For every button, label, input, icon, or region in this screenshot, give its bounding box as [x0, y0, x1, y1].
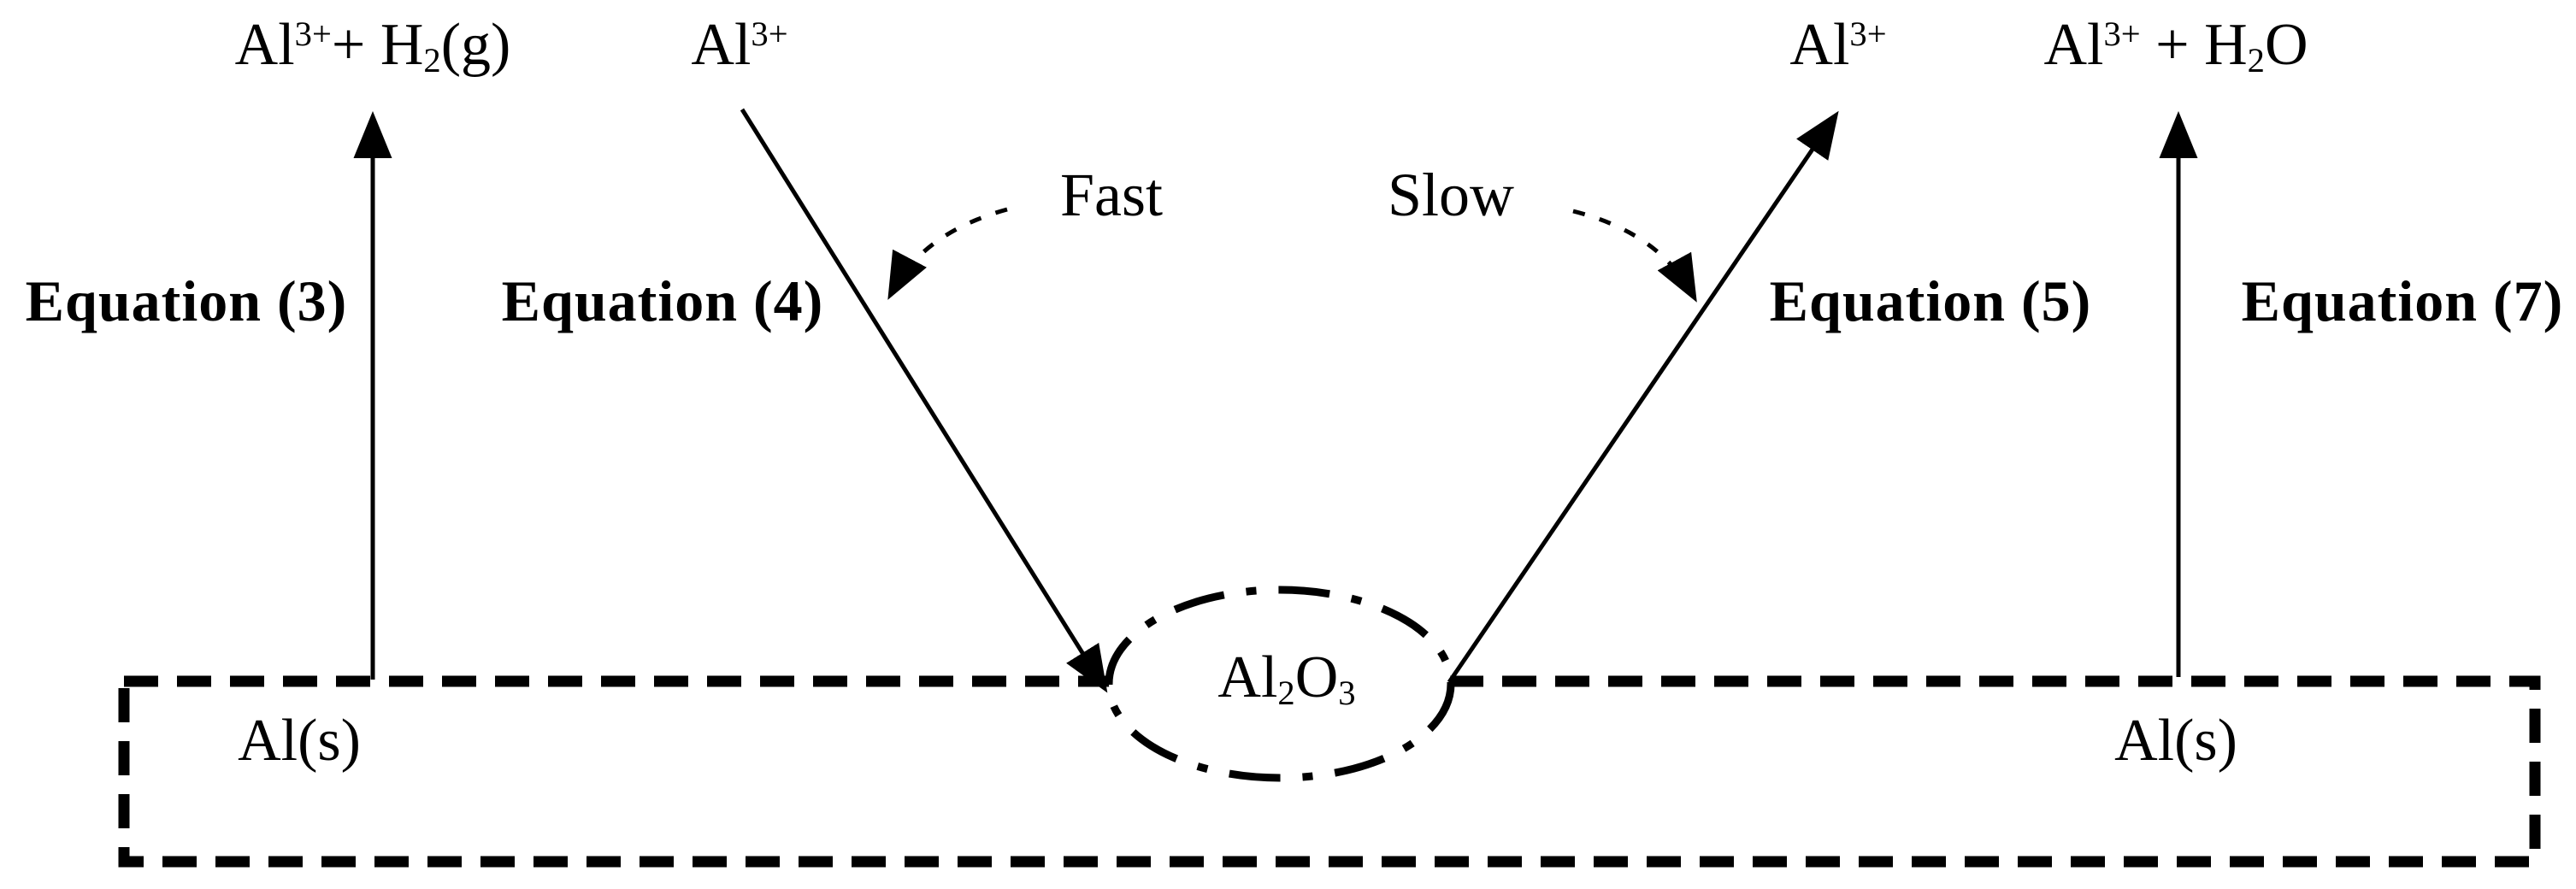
- formula-part: Al: [234, 12, 295, 78]
- label-aluminum-ion-right: Al3+: [1789, 15, 1886, 75]
- slow-pointer-arrow: [1572, 209, 1697, 303]
- label-substrate-right: Al(s): [2114, 708, 2237, 774]
- equation4-arrow: [740, 108, 1108, 693]
- label-equation-3: Equation (3): [25, 268, 348, 333]
- formula-part: Al: [1789, 12, 1850, 78]
- formula-part: Al: [1217, 645, 1278, 710]
- superscript: 3+: [751, 14, 788, 53]
- formula-part: Al: [691, 12, 752, 78]
- superscript: 3+: [294, 14, 332, 53]
- equation5-arrow: [1447, 110, 1839, 684]
- subscript: 2: [1277, 673, 1295, 712]
- label-equation-4: Equation (4): [501, 268, 824, 333]
- subscript: 3: [1338, 673, 1356, 712]
- superscript: 3+: [2103, 14, 2141, 53]
- label-aluminum-ion-left: Al3+: [691, 15, 787, 75]
- substrate-dashed-box: [118, 675, 2541, 868]
- label-substrate-left: Al(s): [238, 708, 361, 774]
- label-equation-7: Equation (7): [2241, 268, 2564, 333]
- formula-part: O: [2264, 12, 2308, 78]
- formula-part: + H: [331, 12, 424, 78]
- label-fast: Fast: [1059, 161, 1164, 229]
- formula-part: + H: [2140, 12, 2248, 78]
- formula-part: Al: [2043, 12, 2104, 78]
- label-equation-5: Equation (5): [1769, 268, 2092, 333]
- subscript: 2: [423, 40, 441, 79]
- superscript: 3+: [1849, 14, 1887, 53]
- fast-pointer-arrow: [887, 207, 1008, 300]
- label-slow: Slow: [1387, 161, 1515, 229]
- label-product-eq3: Al3++ H2(g): [234, 12, 511, 78]
- oxide-layer-ellipse: [1105, 586, 1455, 782]
- label-oxide-al2o3: Al2O3: [1217, 645, 1355, 710]
- subscript: 2: [2247, 40, 2265, 79]
- formula-part: (g): [440, 12, 511, 78]
- formula-part: O: [1294, 645, 1339, 710]
- label-product-eq7: Al3+ + H2O: [2043, 12, 2308, 78]
